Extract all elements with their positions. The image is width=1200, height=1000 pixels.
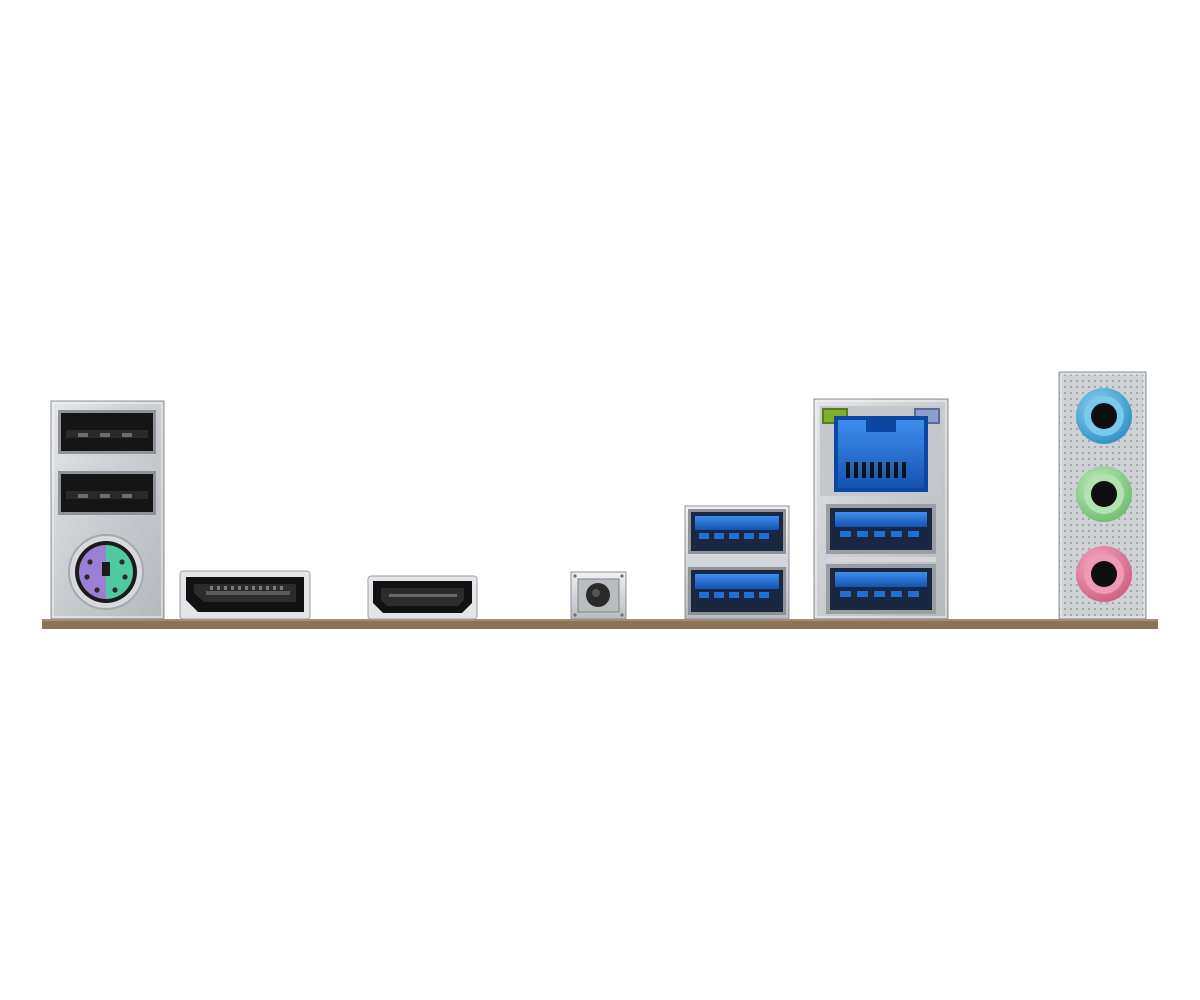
lan-usb3-stack	[813, 398, 949, 620]
audio-line-out-jack[interactable]	[1076, 466, 1132, 522]
displayport-port[interactable]	[179, 570, 311, 620]
usb2-port-bottom[interactable]	[58, 471, 156, 515]
ps2-combo-port[interactable]	[68, 534, 144, 610]
usb3-port-right-top[interactable]	[826, 504, 936, 554]
usb3-port-left-bottom[interactable]	[688, 567, 786, 615]
audio-mic-in-jack[interactable]	[1076, 546, 1132, 602]
usb3-stack-left	[684, 505, 790, 620]
usb3-port-left-top[interactable]	[688, 509, 786, 554]
audio-line-in-jack[interactable]	[1076, 388, 1132, 444]
audio-jack-block	[1058, 371, 1147, 620]
hdmi-port[interactable]	[367, 575, 478, 620]
rj45-lan-port[interactable]	[820, 406, 942, 496]
bios-flashback-button[interactable]	[570, 571, 627, 620]
usb2-port-top[interactable]	[58, 410, 156, 454]
usb3-port-right-bottom[interactable]	[826, 564, 936, 614]
usb2-ps2-stack	[50, 400, 165, 620]
pcb-edge	[42, 619, 1158, 629]
